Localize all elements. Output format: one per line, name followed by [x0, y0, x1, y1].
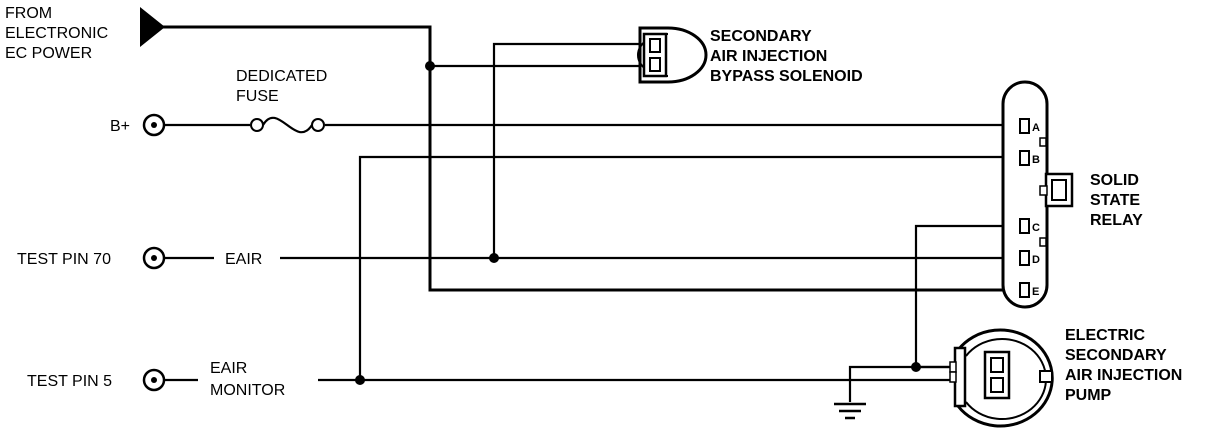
- solenoid-connector-icon: [637, 26, 708, 84]
- wire-monitor-to-relay-b: [358, 155, 1015, 380]
- eair-monitor-label-line1: EAIR: [210, 360, 247, 377]
- pump-label-line1: ELECTRIC: [1065, 327, 1145, 344]
- bplus-terminal-icon: [142, 113, 166, 137]
- solid-state-relay-icon: [1001, 80, 1074, 309]
- wire-ec-power: [160, 25, 1015, 292]
- from-ec-power-label-line2: ELECTRONIC: [5, 25, 108, 42]
- test-pin-5-terminal-icon: [142, 368, 166, 392]
- relay-pin-a-label: A: [1032, 122, 1040, 134]
- relay-pin-labels: A B C D E: [1032, 122, 1040, 298]
- component-labels: SECONDARY AIR INJECTION BYPASS SOLENOID …: [710, 28, 1182, 404]
- junctions: [355, 61, 921, 385]
- fuse-label-line2: FUSE: [236, 88, 279, 105]
- test-pin-70-label: TEST PIN 70: [17, 251, 111, 268]
- from-ec-power-label-line1: FROM: [5, 5, 52, 22]
- fuse-label-line1: DEDICATED: [236, 68, 327, 85]
- relay-pin-b-label: B: [1032, 154, 1040, 166]
- bplus-label: B+: [110, 118, 130, 135]
- solenoid-label-line1: SECONDARY: [710, 28, 812, 45]
- eair-monitor-label-line2: MONITOR: [210, 382, 285, 399]
- fuse-icon: [250, 116, 325, 134]
- solenoid-label-line3: BYPASS SOLENOID: [710, 68, 863, 85]
- junction-dot: [489, 253, 499, 263]
- relay-label-line3: RELAY: [1090, 212, 1143, 229]
- test-pin-70-terminal-icon: [142, 246, 166, 270]
- relay-pin-d-label: D: [1032, 254, 1040, 266]
- solenoid-label-line2: AIR INJECTION: [710, 48, 827, 65]
- test-pin-5-label: TEST PIN 5: [27, 373, 112, 390]
- relay-pin-e-label: E: [1032, 286, 1039, 298]
- from-ec-power-label-line3: EC POWER: [5, 45, 92, 62]
- junction-dot: [911, 362, 921, 372]
- pump-label-line3: AIR INJECTION: [1065, 367, 1182, 384]
- wire-solenoid-to-eair: [492, 42, 640, 258]
- air-injection-pump-icon: [949, 328, 1054, 428]
- junction-dot: [355, 375, 365, 385]
- pump-label-line2: SECONDARY: [1065, 347, 1167, 364]
- relay-label-line2: STATE: [1090, 192, 1140, 209]
- relay-label-line1: SOLID: [1090, 172, 1139, 189]
- wire-pump-ground: [848, 365, 955, 402]
- power-source-arrow-icon: [140, 7, 165, 47]
- ground-icon: [834, 402, 866, 420]
- pump-label-line4: PUMP: [1065, 387, 1112, 404]
- source-labels: FROM ELECTRONIC EC POWER DEDICATED FUSE …: [5, 5, 327, 399]
- junction-dot: [425, 61, 435, 71]
- eair-label: EAIR: [225, 251, 262, 268]
- relay-pin-c-label: C: [1032, 222, 1040, 234]
